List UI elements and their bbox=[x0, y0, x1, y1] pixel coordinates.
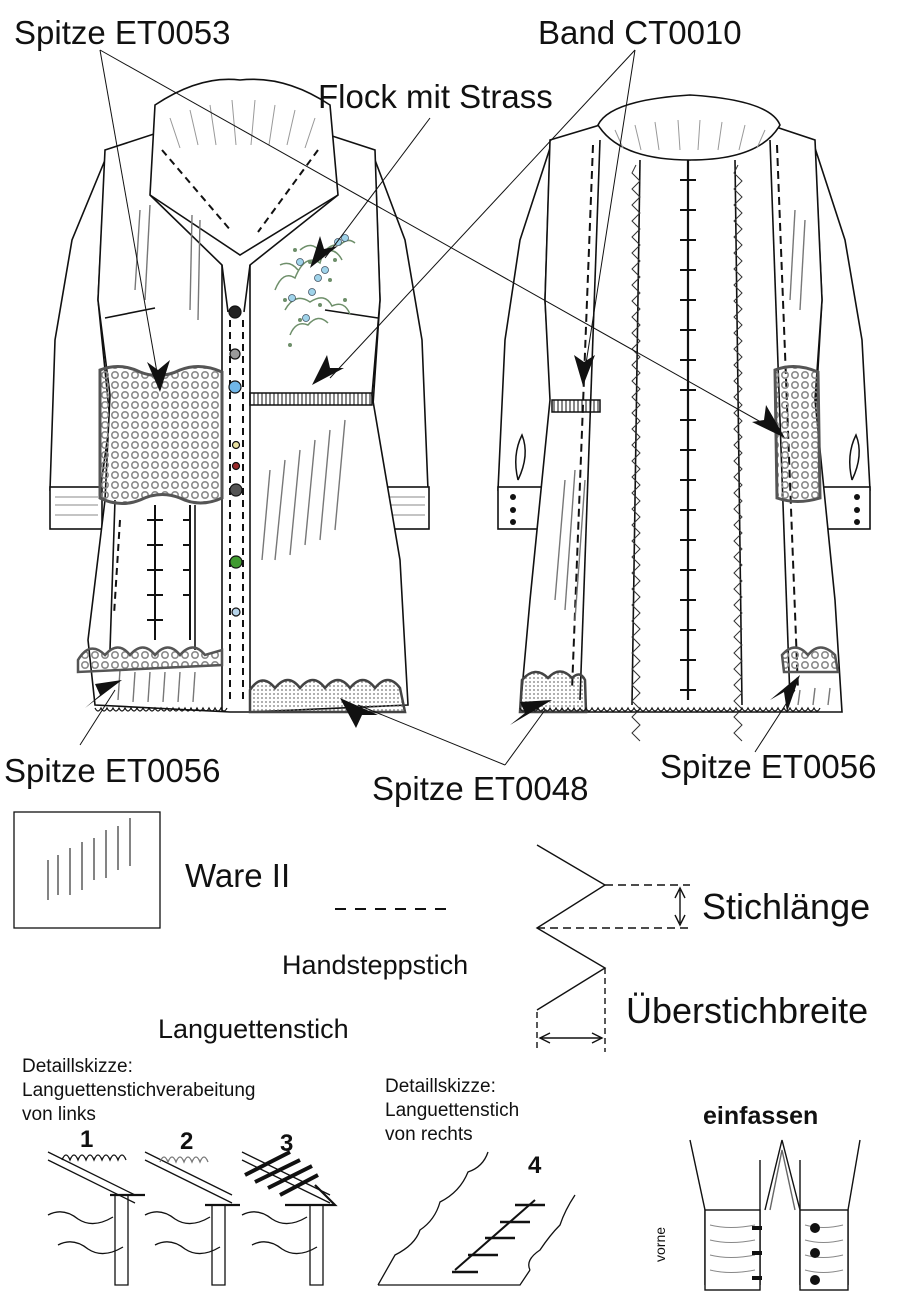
front-languettenstich bbox=[147, 505, 191, 640]
ware-ii-swatch bbox=[13, 811, 161, 929]
front-picot-edge bbox=[94, 706, 228, 712]
detail-right-line3: von rechts bbox=[385, 1124, 473, 1145]
label-spitze-et0048: Spitze ET0048 bbox=[372, 770, 589, 807]
detail-step-4: 4 bbox=[528, 1152, 542, 1179]
button-1 bbox=[228, 305, 242, 319]
front-lace-et0053 bbox=[98, 365, 224, 505]
button-5 bbox=[231, 461, 241, 471]
back-zigzag-stitches bbox=[631, 164, 743, 742]
back-left-sleeve bbox=[497, 147, 553, 493]
detail-left-line2: Languettenstichverabeitung bbox=[22, 1080, 256, 1101]
legend-ueberstichbreite: Überstichbreite bbox=[626, 990, 869, 1031]
detail-sketch-2 bbox=[144, 1151, 240, 1286]
front-left-cuff bbox=[49, 486, 103, 530]
front-coat bbox=[49, 78, 430, 713]
label-band-ct0010: Band CT0010 bbox=[538, 14, 742, 51]
back-band-ct0010 bbox=[551, 399, 601, 413]
back-ware-ii-hatching bbox=[554, 209, 831, 706]
detail-left-title: Detaillskizze: bbox=[22, 1056, 133, 1077]
front-lace-et0048 bbox=[248, 678, 407, 714]
legend-languettenstich: Languettenstich bbox=[158, 1014, 349, 1044]
label-vorne: vorne bbox=[652, 1226, 668, 1262]
detail-step-2: 2 bbox=[180, 1128, 194, 1155]
legend-stichlaenge: Stichlänge bbox=[702, 886, 871, 927]
einfassen-sketch bbox=[689, 1139, 861, 1291]
flock-mit-strass-motif bbox=[274, 234, 356, 347]
stitch-diagram bbox=[535, 844, 690, 1052]
legend-handsteppstich: Handsteppstich bbox=[282, 950, 469, 980]
back-cuff-loops bbox=[510, 494, 860, 525]
back-right-cuff bbox=[821, 486, 871, 530]
back-lace-et0053 bbox=[773, 365, 822, 503]
button-4 bbox=[231, 440, 241, 450]
label-spitze-et0056-left: Spitze ET0056 bbox=[4, 752, 221, 789]
button-7 bbox=[229, 555, 243, 569]
button-6 bbox=[229, 483, 243, 497]
arrowheads bbox=[85, 236, 800, 728]
ware-ii-swatch-hatching bbox=[47, 818, 131, 900]
front-collar bbox=[149, 78, 339, 256]
leader-lines bbox=[79, 49, 796, 766]
back-center-languettenstich bbox=[680, 160, 696, 700]
button-8 bbox=[231, 607, 241, 617]
front-ware-ii-hatching bbox=[117, 204, 346, 703]
detail-step-1: 1 bbox=[80, 1126, 94, 1153]
detail-left-line3: von links bbox=[22, 1104, 96, 1125]
back-picot-edge bbox=[519, 706, 821, 712]
detail-sketch-1 bbox=[47, 1151, 145, 1286]
button-3 bbox=[228, 380, 242, 394]
label-spitze-et0056-right: Spitze ET0056 bbox=[660, 748, 877, 785]
front-band-ct0010 bbox=[249, 392, 373, 406]
detail-right-line2: Languettenstich bbox=[385, 1100, 520, 1121]
button-2 bbox=[229, 348, 241, 360]
detail-step-3: 3 bbox=[280, 1130, 294, 1157]
label-flock-mit-strass: Flock mit Strass bbox=[318, 78, 553, 115]
front-buttons bbox=[228, 305, 243, 617]
back-lace-et0056 bbox=[780, 646, 840, 674]
front-lace-et0056 bbox=[76, 646, 224, 674]
back-right-sleeve bbox=[814, 147, 871, 493]
detail-right-title: Detaillskizze: bbox=[385, 1076, 496, 1097]
detail-sketch-4 bbox=[377, 1151, 576, 1286]
legend-ware-ii: Ware II bbox=[185, 857, 291, 894]
label-einfassen: einfassen bbox=[703, 1102, 819, 1130]
back-collar bbox=[597, 94, 781, 161]
detail-sketch-3 bbox=[241, 1150, 338, 1286]
label-spitze-et0053: Spitze ET0053 bbox=[14, 14, 231, 51]
